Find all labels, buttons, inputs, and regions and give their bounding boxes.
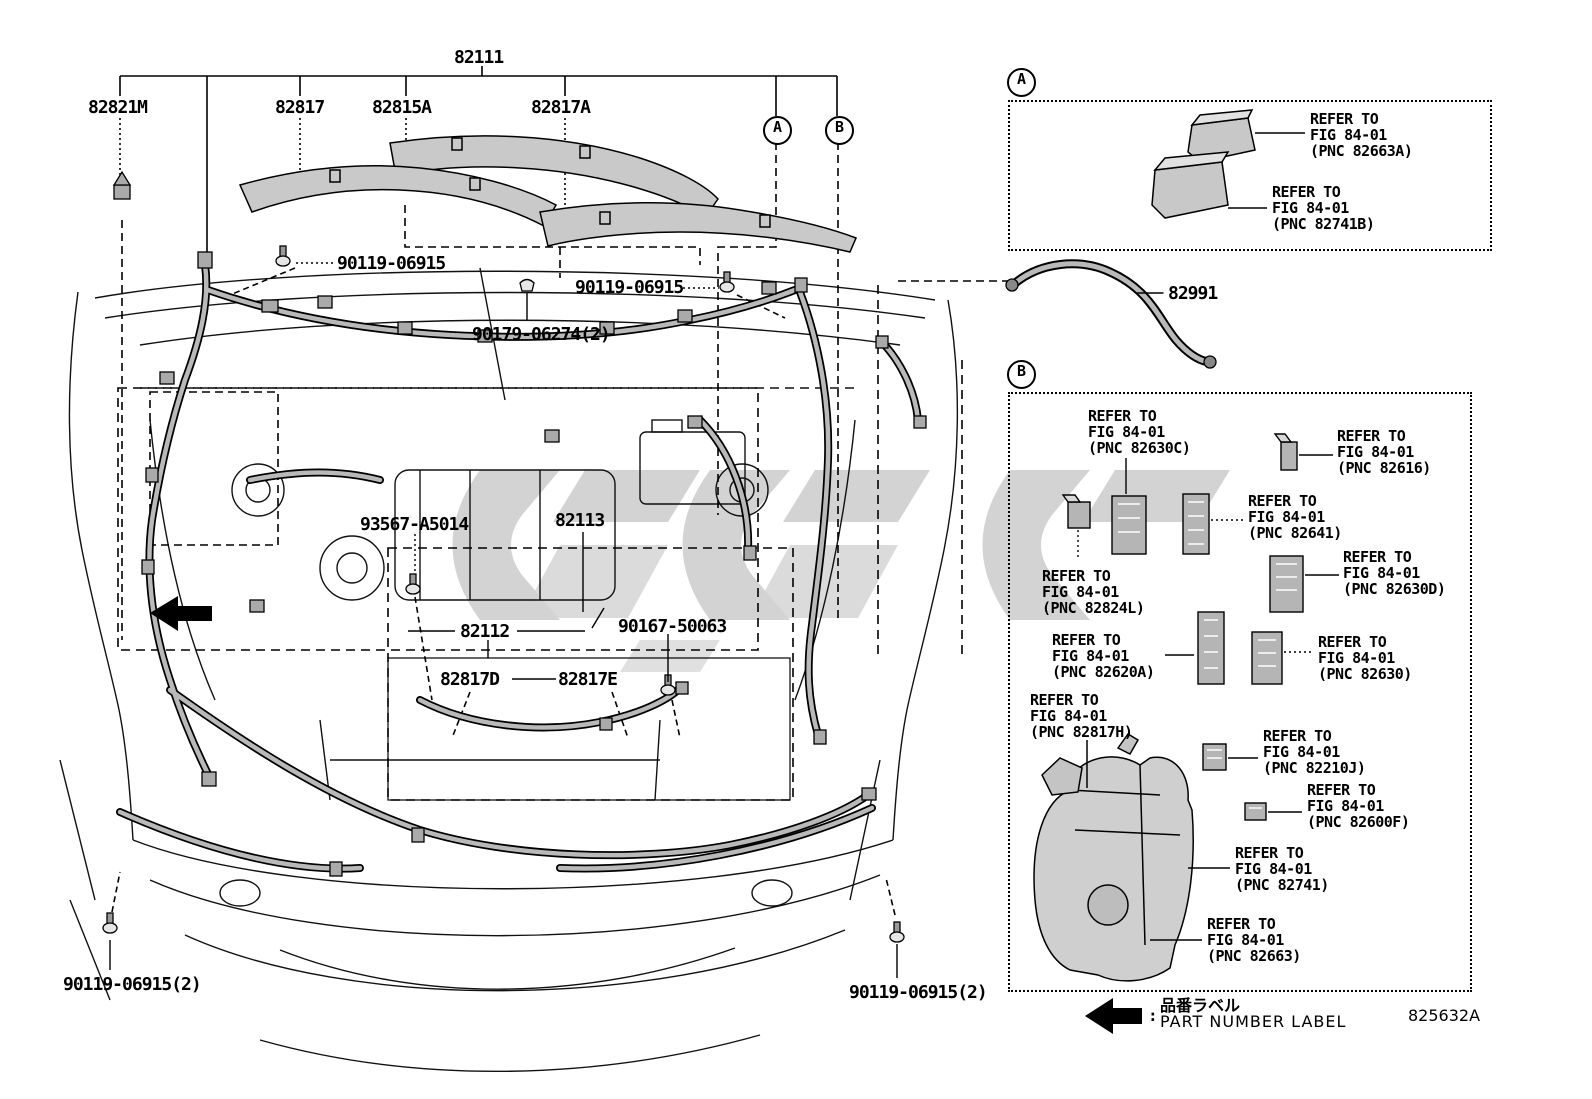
refer-line: (PNC 82600F) bbox=[1307, 813, 1410, 831]
refer-line: FIG 84-01 bbox=[1310, 126, 1387, 144]
part-label-82817e: 82817E bbox=[558, 669, 618, 690]
part-label-90119-06915-bl: 90119-06915(2) bbox=[63, 974, 202, 995]
panel-b-parts bbox=[1061, 433, 1339, 821]
refer-line: REFER TO bbox=[1263, 727, 1332, 745]
panel-a-box bbox=[1008, 100, 1492, 251]
refer-line: REFER TO bbox=[1318, 633, 1387, 651]
refer-line: REFER TO bbox=[1030, 691, 1099, 709]
car-body-outline bbox=[59, 267, 959, 1073]
refer-line: REFER TO bbox=[1337, 427, 1406, 445]
refer-line: (PNC 82641) bbox=[1248, 524, 1342, 542]
legend-en-label: PART NUMBER LABEL bbox=[1160, 1012, 1347, 1031]
refer-pnc-82641: REFER TO FIG 84-01 (PNC 82641) bbox=[1248, 493, 1342, 541]
refer-line: (PNC 82824L) bbox=[1042, 599, 1145, 617]
refer-line: (PNC 82630C) bbox=[1088, 439, 1191, 457]
refer-pnc-82630: REFER TO FIG 84-01 (PNC 82630) bbox=[1318, 634, 1412, 682]
refer-line: REFER TO bbox=[1272, 183, 1341, 201]
refer-line: (PNC 82210J) bbox=[1263, 759, 1366, 777]
refer-pnc-82616: REFER TO FIG 84-01 (PNC 82616) bbox=[1337, 428, 1431, 476]
refer-line: REFER TO bbox=[1310, 110, 1379, 128]
refer-line: FIG 84-01 bbox=[1088, 423, 1165, 441]
refer-line: (PNC 82741) bbox=[1235, 876, 1329, 894]
refer-line: (PNC 82663) bbox=[1207, 947, 1301, 965]
refer-line: REFER TO bbox=[1088, 407, 1157, 425]
refer-line: (PNC 82663A) bbox=[1310, 142, 1413, 160]
part-label-90167-50063: 90167-50063 bbox=[618, 616, 727, 637]
refer-line: REFER TO bbox=[1248, 492, 1317, 510]
panel-b-box bbox=[1008, 392, 1472, 992]
part-label-82991: 82991 bbox=[1168, 283, 1218, 304]
part-label-90119-06915-br: 90119-06915(2) bbox=[849, 982, 988, 1003]
refer-line: FIG 84-01 bbox=[1248, 508, 1325, 526]
refer-line: (PNC 82630D) bbox=[1343, 580, 1446, 598]
callout-b-circle-diagram: B bbox=[825, 116, 854, 145]
refer-pnc-82817h: REFER TO FIG 84-01 (PNC 82817H) bbox=[1030, 691, 1133, 741]
location-arrow-icon bbox=[150, 596, 212, 631]
panel-a-parts bbox=[1151, 109, 1305, 219]
part-label-82817a: 82817A bbox=[531, 97, 591, 118]
refer-line: FIG 84-01 bbox=[1343, 564, 1420, 582]
part-label-90119-06915-1: 90119-06915 bbox=[337, 253, 446, 274]
refer-line: (PNC 82817H) bbox=[1030, 723, 1133, 741]
refer-line: REFER TO bbox=[1052, 631, 1121, 649]
callout-a-circle-diagram: A bbox=[763, 116, 792, 145]
refer-line: FIG 84-01 bbox=[1207, 931, 1284, 949]
panel-a-circle: A bbox=[1007, 68, 1036, 97]
refer-line: FIG 84-01 bbox=[1052, 647, 1129, 665]
connector-blocks bbox=[112, 170, 927, 877]
part-label-82815a: 82815A bbox=[372, 97, 432, 118]
refer-pnc-82741b: REFER TO FIG 84-01 (PNC 82741B) bbox=[1272, 183, 1375, 233]
part-label-93567-a5014: 93567-A5014 bbox=[360, 514, 469, 535]
refer-line: (PNC 82741B) bbox=[1272, 215, 1375, 233]
part-label-82112: 82112 bbox=[460, 621, 510, 642]
refer-line: FIG 84-01 bbox=[1318, 649, 1395, 667]
refer-line: FIG 84-01 bbox=[1235, 860, 1312, 878]
refer-pnc-82663: REFER TO FIG 84-01 (PNC 82663) bbox=[1207, 916, 1301, 964]
fastener-icons bbox=[102, 245, 905, 943]
refer-line: FIG 84-01 bbox=[1272, 199, 1349, 217]
label-leader-lines bbox=[109, 262, 898, 978]
refer-line: FIG 84-01 bbox=[1030, 707, 1107, 725]
harness-rail-parts bbox=[238, 135, 857, 253]
legend-arrow-icon bbox=[1085, 998, 1142, 1034]
part-label-82111: 82111 bbox=[454, 47, 504, 68]
refer-pnc-82620a: REFER TO FIG 84-01 (PNC 82620A) bbox=[1052, 631, 1155, 681]
part-label-90179-06274: 90179-06274(2) bbox=[472, 324, 611, 345]
refer-line: REFER TO bbox=[1207, 915, 1276, 933]
part-label-82821m: 82821M bbox=[88, 97, 148, 118]
refer-line: FIG 84-01 bbox=[1263, 743, 1340, 761]
legend-colon: : bbox=[1148, 1006, 1158, 1025]
refer-pnc-82600f: REFER TO FIG 84-01 (PNC 82600F) bbox=[1307, 781, 1410, 831]
refer-pnc-82630d: REFER TO FIG 84-01 (PNC 82630D) bbox=[1343, 548, 1446, 598]
part-label-90119-06915-2: 90119-06915 bbox=[575, 277, 684, 298]
top-bracket-lines bbox=[119, 66, 838, 296]
refer-pnc-82741: REFER TO FIG 84-01 (PNC 82741) bbox=[1235, 845, 1329, 893]
panel-b-circle: B bbox=[1007, 360, 1036, 389]
legend-jp-label: 品番ラベル bbox=[1160, 996, 1241, 1015]
refer-line: FIG 84-01 bbox=[1042, 583, 1119, 601]
part-label-82113: 82113 bbox=[555, 510, 605, 531]
wire-82991 bbox=[1005, 259, 1217, 369]
refer-line: REFER TO bbox=[1235, 844, 1304, 862]
refer-line: FIG 84-01 bbox=[1307, 797, 1384, 815]
panel-b-fusebox bbox=[1033, 733, 1230, 982]
refer-line: REFER TO bbox=[1343, 548, 1412, 566]
refer-line: REFER TO bbox=[1307, 781, 1376, 799]
refer-line: FIG 84-01 bbox=[1337, 443, 1414, 461]
part-label-82817d: 82817D bbox=[440, 669, 500, 690]
refer-line: (PNC 82616) bbox=[1337, 459, 1431, 477]
refer-line: (PNC 82630) bbox=[1318, 665, 1412, 683]
refer-pnc-82630c: REFER TO FIG 84-01 (PNC 82630C) bbox=[1088, 407, 1191, 457]
refer-pnc-82210j: REFER TO FIG 84-01 (PNC 82210J) bbox=[1263, 727, 1366, 777]
refer-line: REFER TO bbox=[1042, 567, 1111, 585]
dashed-guides bbox=[111, 142, 1008, 916]
refer-line: (PNC 82620A) bbox=[1052, 663, 1155, 681]
refer-pnc-82824l: REFER TO FIG 84-01 (PNC 82824L) bbox=[1042, 567, 1145, 617]
refer-pnc-82663a: REFER TO FIG 84-01 (PNC 82663A) bbox=[1310, 110, 1413, 160]
part-label-82817: 82817 bbox=[275, 97, 325, 118]
doc-code: 825632A bbox=[1408, 1006, 1481, 1025]
